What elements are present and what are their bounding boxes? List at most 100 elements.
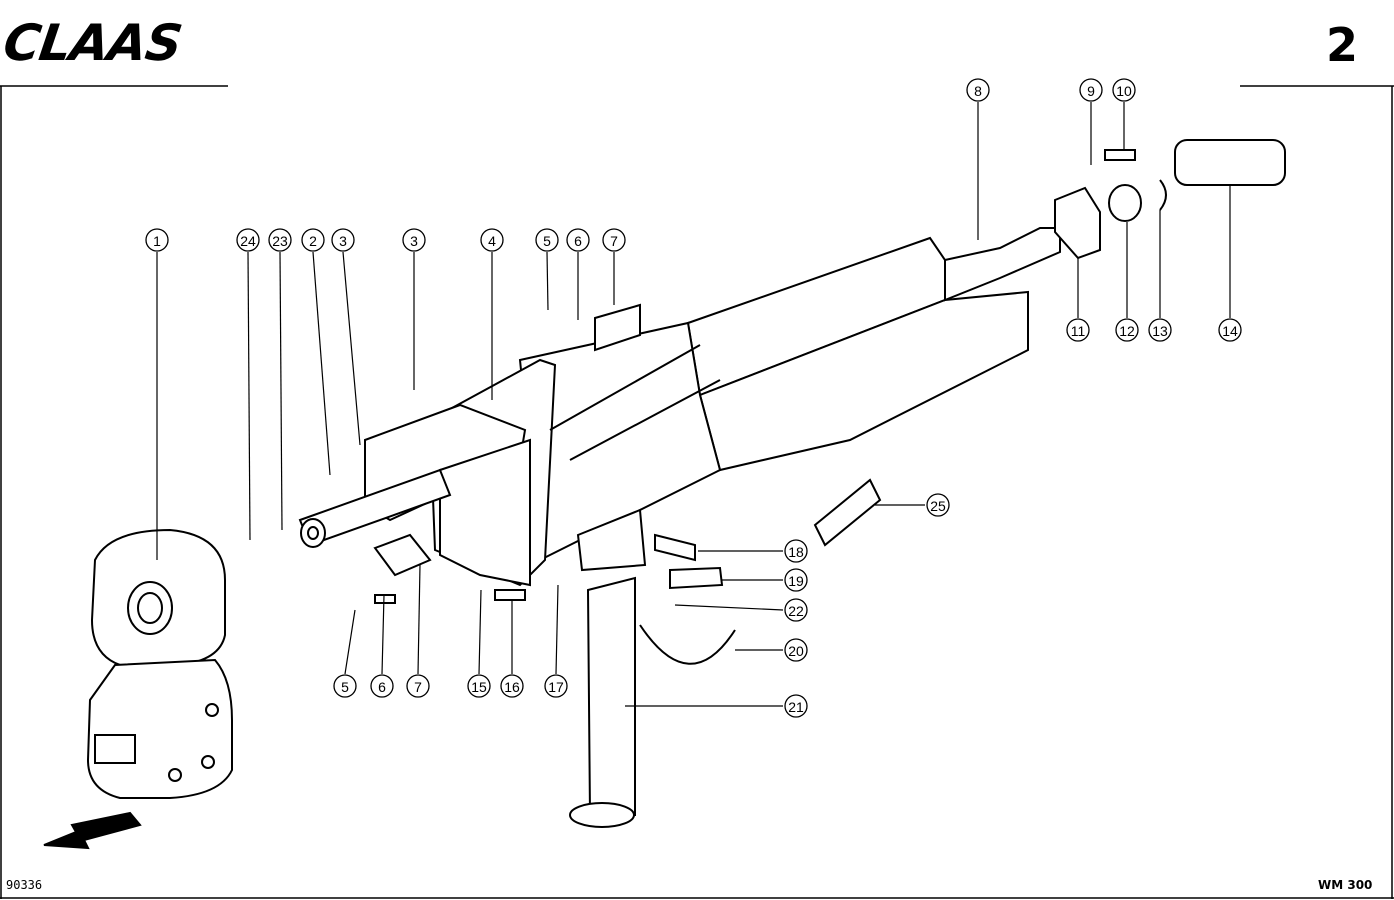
callout-circle [268, 228, 292, 252]
support-leg [569, 508, 647, 828]
callout-circle [301, 228, 325, 252]
callout-5: 5 [535, 228, 559, 252]
callout-7: 7 [406, 674, 430, 698]
callout-circle [926, 493, 950, 517]
callout-label: 13 [1152, 323, 1168, 339]
callout-circle [1218, 318, 1242, 342]
callout-3: 3 [331, 228, 355, 252]
callout-8: 8 [966, 78, 990, 102]
gearbox-upper [90, 528, 226, 666]
callout-16: 16 [500, 674, 524, 698]
callout-14: 14 [1218, 318, 1242, 342]
callout-label: 4 [488, 233, 496, 249]
callout-label: 7 [610, 233, 618, 249]
callout-12: 12 [1115, 318, 1139, 342]
callout-13: 13 [1148, 318, 1172, 342]
callout-label: 24 [240, 233, 256, 249]
callout-4: 4 [480, 228, 504, 252]
callout-7: 7 [602, 228, 626, 252]
callout-label: 12 [1119, 323, 1135, 339]
arrow-left-down-icon [43, 811, 142, 850]
callout-circle [500, 674, 524, 698]
small-parts [373, 139, 1286, 665]
callout-circle [1148, 318, 1172, 342]
callout-label: 5 [341, 679, 349, 695]
callout-label: 15 [471, 679, 487, 695]
callout-24: 24 [236, 228, 260, 252]
callout-25: 25 [926, 493, 950, 517]
callout-circle [1079, 78, 1103, 102]
callout-19: 19 [784, 568, 808, 592]
callout-circle [784, 598, 808, 622]
callout-circle [602, 228, 626, 252]
doc-number: 90336 [6, 878, 43, 892]
callout-circle [1066, 318, 1090, 342]
callout-2: 2 [301, 228, 325, 252]
callout-label: 20 [788, 643, 804, 659]
callout-5: 5 [333, 674, 357, 698]
callout-23: 23 [268, 228, 292, 252]
callout-circle [402, 228, 426, 252]
callout-circle [784, 539, 808, 563]
callout-label: 7 [414, 679, 422, 695]
frame-lines [0, 85, 1394, 899]
callout-circle [1115, 318, 1139, 342]
callout-9: 9 [1079, 78, 1103, 102]
callout-label: 16 [504, 679, 520, 695]
callout-circle [236, 228, 260, 252]
callout-label: 8 [974, 83, 982, 99]
callout-label: 3 [339, 233, 347, 249]
callout-6: 6 [566, 228, 590, 252]
callout-label: 2 [309, 233, 317, 249]
callout-label: 5 [543, 233, 551, 249]
model-label: WM 300 [1318, 878, 1373, 892]
callout-3: 3 [402, 228, 426, 252]
callout-circle [1112, 78, 1136, 102]
callout-label: 6 [574, 233, 582, 249]
callout-label: 6 [378, 679, 386, 695]
callout-label: 1 [153, 233, 161, 249]
callout-circle [966, 78, 990, 102]
callout-label: 9 [1087, 83, 1095, 99]
leader-lines [156, 102, 1231, 707]
callout-circle [535, 228, 559, 252]
callout-17: 17 [544, 674, 568, 698]
callout-label: 22 [788, 603, 804, 619]
gearbox-lower [86, 658, 233, 799]
callout-circle [333, 674, 357, 698]
callout-circle [784, 568, 808, 592]
callout-label: 10 [1116, 83, 1132, 99]
callout-circle [467, 674, 491, 698]
callout-circle [331, 228, 355, 252]
callout-21: 21 [784, 694, 808, 718]
callout-label: 25 [930, 498, 946, 514]
callout-20: 20 [784, 638, 808, 662]
shaft [298, 468, 452, 548]
callout-label: 18 [788, 544, 804, 560]
callout-circle [145, 228, 169, 252]
callout-22: 22 [784, 598, 808, 622]
callout-18: 18 [784, 539, 808, 563]
callout-circle [480, 228, 504, 252]
callout-circle [406, 674, 430, 698]
callout-15: 15 [467, 674, 491, 698]
page-number: 2 [1326, 18, 1359, 72]
callout-circle [566, 228, 590, 252]
callout-label: 19 [788, 573, 804, 589]
callout-circle [544, 674, 568, 698]
callout-1: 1 [145, 228, 169, 252]
callout-circle [784, 638, 808, 662]
callout-10: 10 [1112, 78, 1136, 102]
callout-6: 6 [370, 674, 394, 698]
callout-label: 17 [548, 679, 564, 695]
callout-circle [784, 694, 808, 718]
callout-circle [370, 674, 394, 698]
callout-label: 11 [1071, 323, 1086, 339]
callout-label: 23 [272, 233, 288, 249]
callout-label: 3 [410, 233, 418, 249]
callout-label: 14 [1222, 323, 1238, 339]
callout-label: 21 [788, 699, 804, 715]
callout-11: 11 [1066, 318, 1090, 342]
